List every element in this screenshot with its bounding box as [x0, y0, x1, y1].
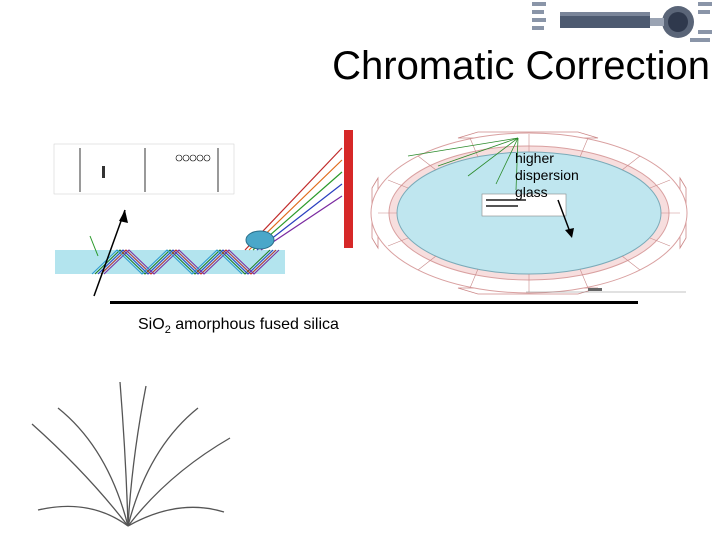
dirc-bar-diagram: [53, 130, 353, 297]
lens-icon: [245, 230, 275, 250]
particle-arrow-icon: [119, 210, 128, 223]
callout-line-1: higher: [515, 150, 554, 166]
caption-description: amorphous fused silica: [170, 316, 339, 333]
callout-line-3: glass: [515, 184, 548, 200]
slide-title: Chromatic Correction: [332, 44, 710, 88]
formula-o: O: [152, 316, 165, 333]
callout-arrow-icon: [565, 228, 574, 238]
formula-si: Si: [138, 316, 153, 333]
divider-line: [110, 301, 638, 304]
formula-subscript: 2: [164, 324, 171, 337]
dispersion-callout: higher dispersion glass: [515, 150, 595, 201]
detector-thumbnail: [530, 0, 715, 44]
focusing-mirror: [344, 130, 353, 248]
dirc-ring-diagram: [370, 131, 688, 295]
readout-panel-image: [53, 143, 235, 195]
material-caption: SiO2 amorphous fused silica: [138, 316, 339, 337]
callout-line-2: dispersion: [515, 167, 579, 183]
dispersion-curves-plot: [31, 381, 231, 527]
